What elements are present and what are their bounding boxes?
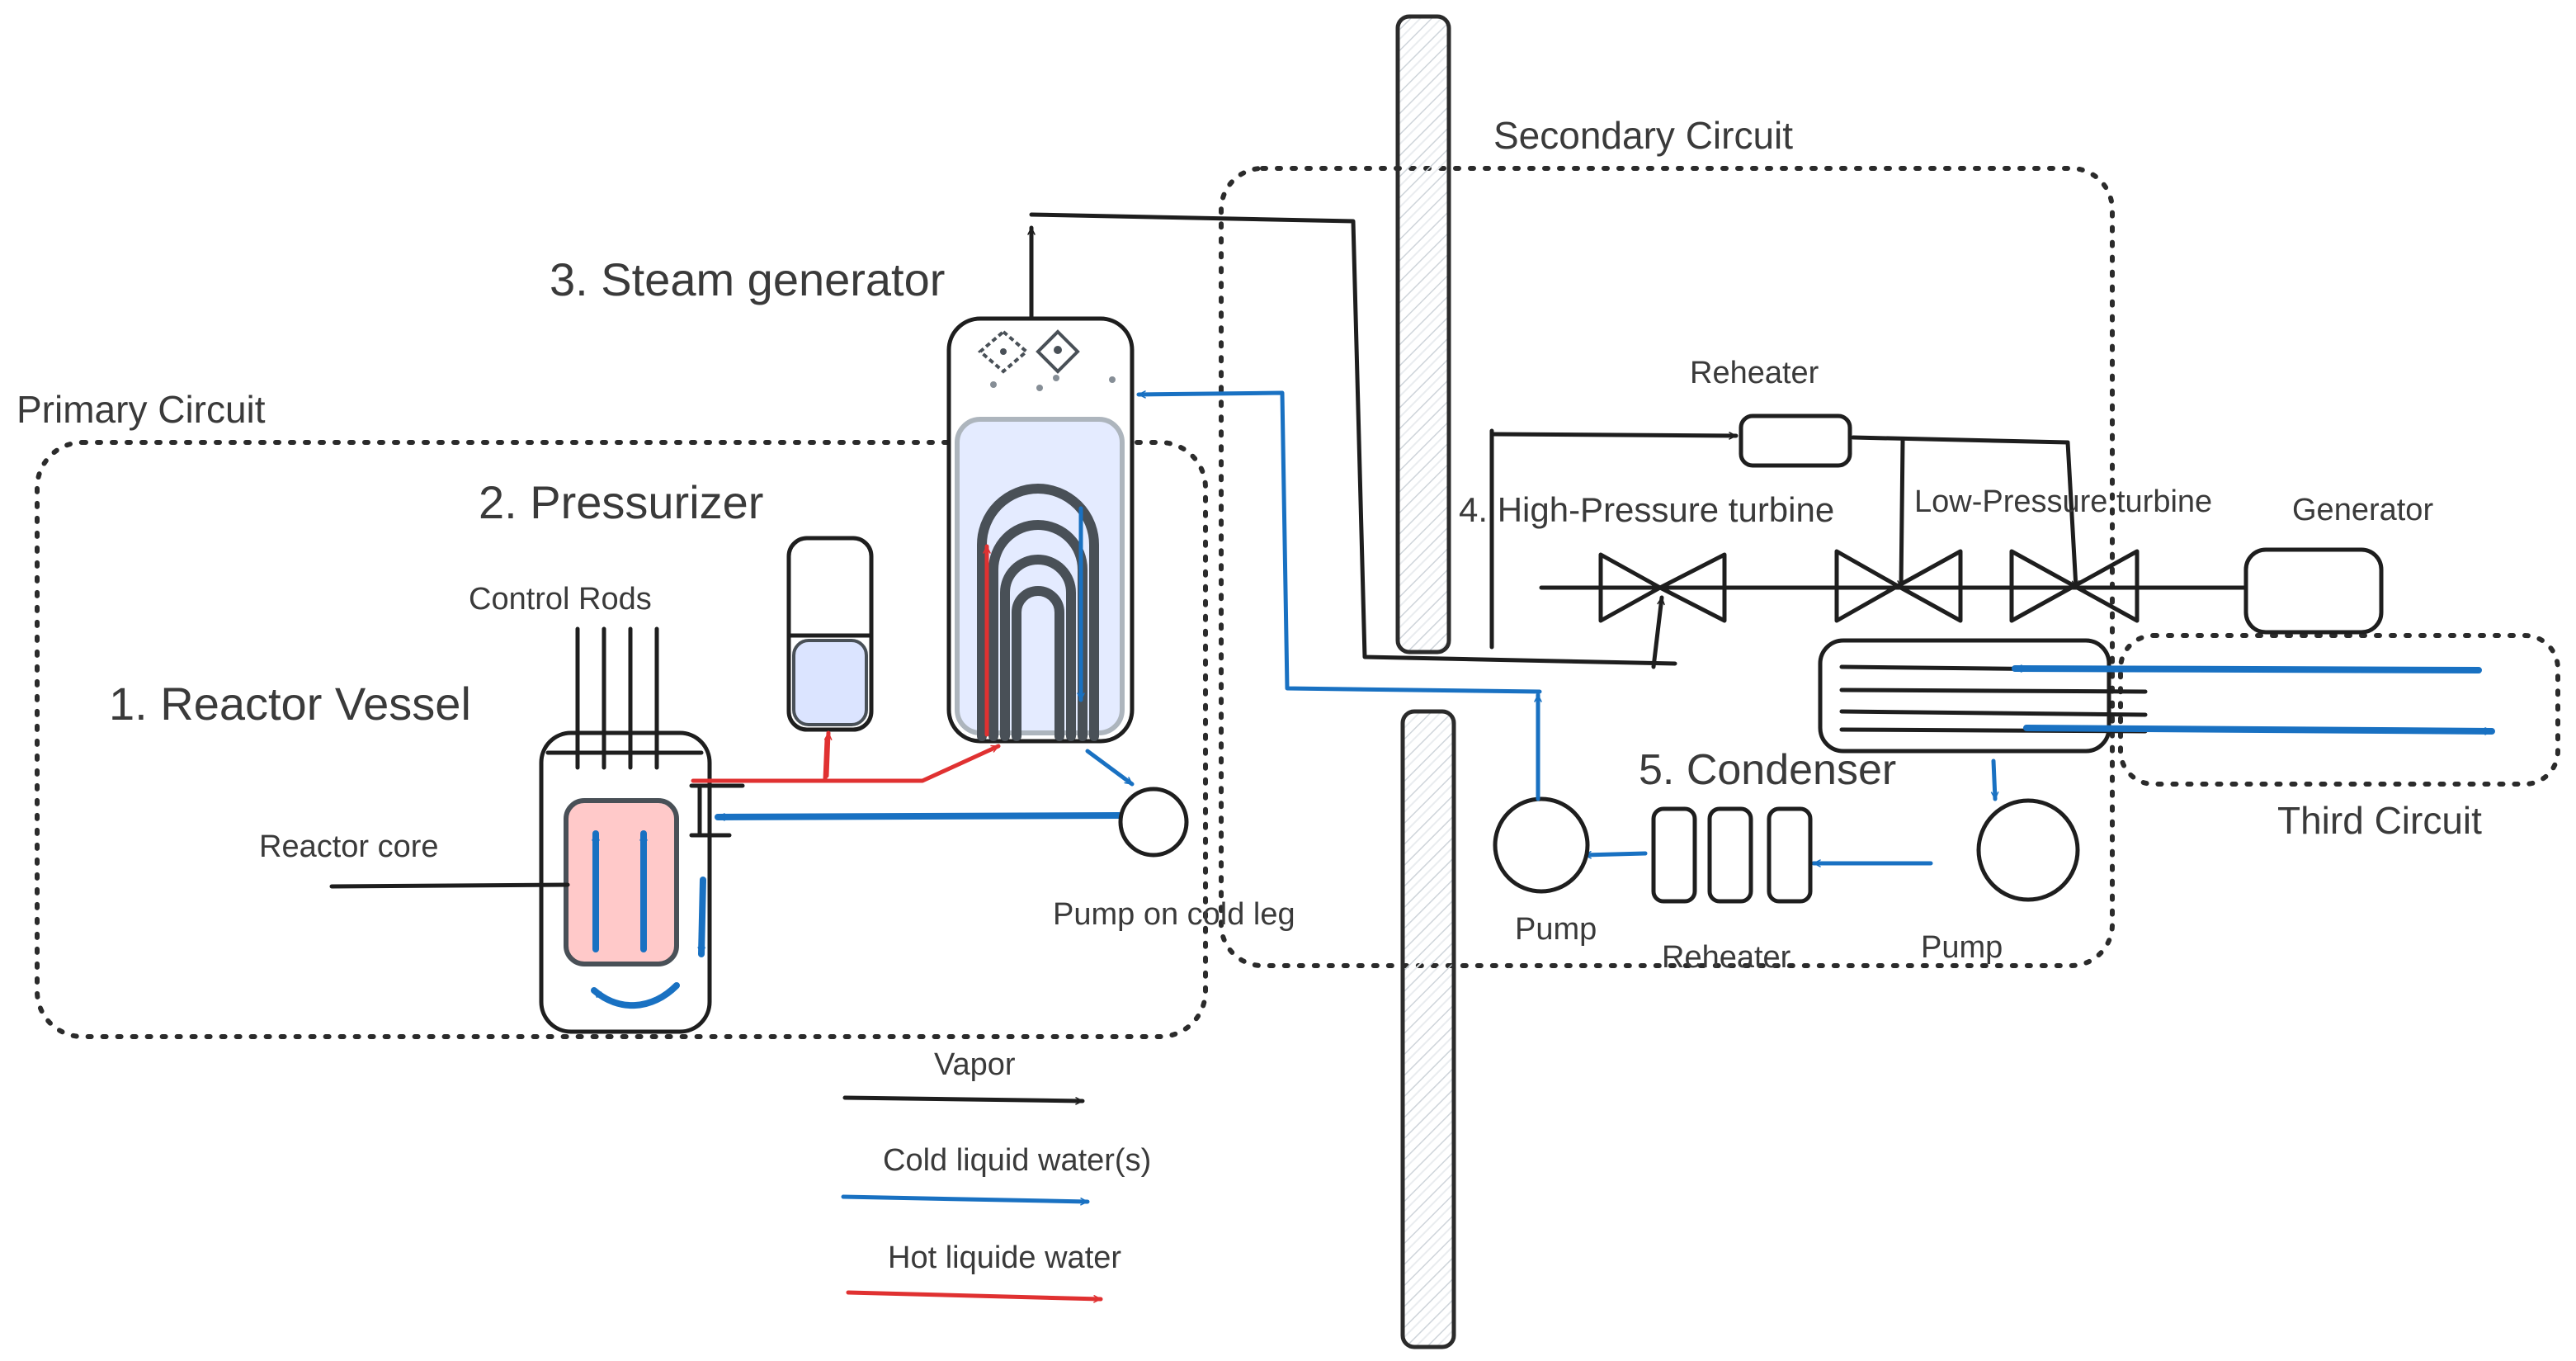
reheater-bottom-box-1 bbox=[1651, 806, 1697, 904]
primary-circuit-label: Primary Circuit bbox=[17, 388, 266, 431]
primary-circuit-box bbox=[35, 440, 1208, 1039]
legend: Vapor Cold liquid water(s) Hot liquide w… bbox=[841, 1047, 1151, 1303]
reactor-core-leader bbox=[329, 882, 570, 889]
generator-label: Generator bbox=[2292, 493, 2433, 527]
steam-generator bbox=[946, 316, 1135, 744]
valve-icon bbox=[2009, 549, 2140, 623]
pump-icon bbox=[1493, 796, 1590, 894]
pump-left-label: Pump bbox=[1515, 912, 1597, 947]
hp-turbine-label: 4. High-Pressure turbine bbox=[1459, 490, 1834, 529]
pump-cold-leg-label: Pump on cold leg bbox=[1053, 897, 1295, 932]
wall-icon bbox=[1395, 14, 1456, 1349]
condenser-label: 5. Condenser bbox=[1639, 746, 1896, 794]
reactor-vessel bbox=[539, 626, 745, 1034]
legend-hot: Hot liquide water bbox=[888, 1240, 1121, 1275]
containment-wall-upper bbox=[1395, 14, 1451, 655]
secondary-circuit-label: Secondary Circuit bbox=[1493, 114, 1793, 157]
reheater-bottom-box-2 bbox=[1707, 806, 1753, 904]
legend-cold: Cold liquid water(s) bbox=[883, 1143, 1151, 1178]
generator-box bbox=[2243, 547, 2384, 635]
reheater-bottom-box-3 bbox=[1767, 806, 1813, 904]
steam-generator-label: 3. Steam generator bbox=[550, 253, 945, 305]
legend-vapor: Vapor bbox=[934, 1047, 1016, 1082]
pressurizer-label: 2. Pressurizer bbox=[479, 476, 763, 528]
lp-turbine-label: Low-Pressure turbine bbox=[1914, 484, 2212, 519]
reheater-top-box bbox=[1739, 413, 1852, 468]
pump-icon bbox=[1976, 798, 2080, 902]
valve-icon bbox=[1834, 549, 1963, 623]
valve-icon bbox=[1598, 552, 1727, 623]
pressurizer bbox=[786, 536, 874, 732]
reheater-bottom-label: Reheater bbox=[1662, 940, 1791, 975]
reheater-top-label: Reheater bbox=[1690, 356, 1819, 390]
condenser-box bbox=[1818, 638, 2111, 754]
third-circuit-box bbox=[2118, 633, 2560, 787]
pump-right-label: Pump bbox=[1921, 930, 2003, 965]
control-rods bbox=[575, 626, 659, 770]
third-circuit-label: Third Circuit bbox=[2277, 799, 2482, 842]
containment-wall-lower bbox=[1400, 709, 1456, 1349]
reactor-core bbox=[564, 798, 679, 966]
reactor-core-label: Reactor core bbox=[259, 829, 439, 864]
reactor-vessel-label: 1. Reactor Vessel bbox=[109, 678, 471, 730]
control-rods-label: Control Rods bbox=[469, 582, 652, 617]
pump-icon bbox=[1118, 787, 1189, 858]
